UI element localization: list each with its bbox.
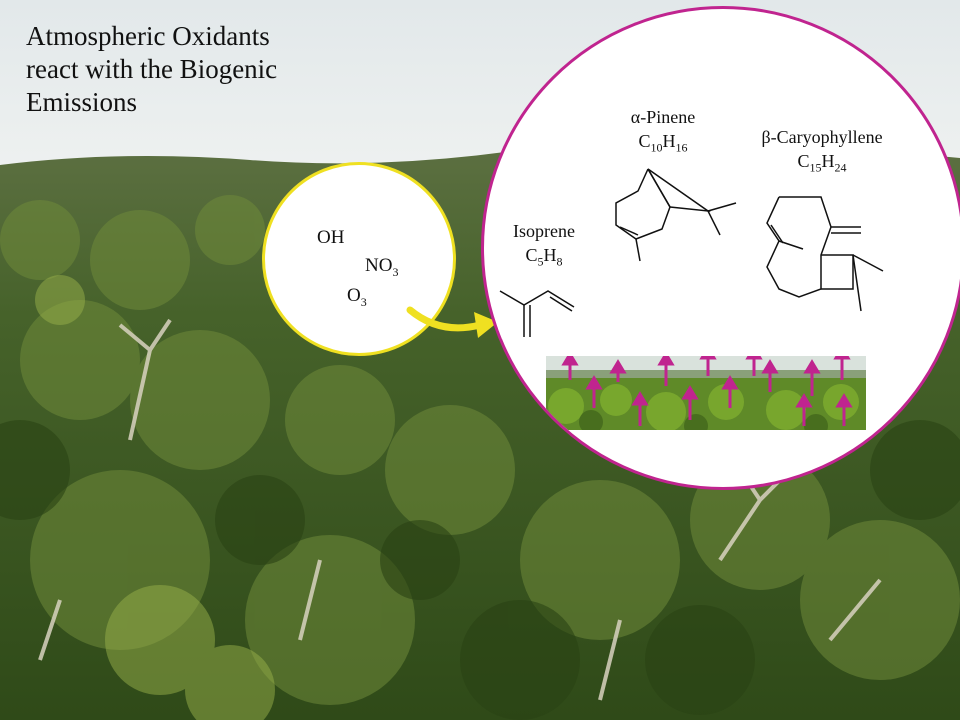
slide-title: Atmospheric Oxidants react with the Biog… xyxy=(26,20,346,119)
oh-label: OH xyxy=(317,227,345,248)
title-line-3: Emissions xyxy=(26,87,138,117)
pinene-formula: C10H16 xyxy=(638,131,688,155)
pinene-structure xyxy=(608,161,738,265)
caryophyllene-formula: C15H24 xyxy=(797,151,847,175)
isoprene-formula: C5H8 xyxy=(525,245,563,269)
caryophyllene-label: β-Caryophyllene C15H24 xyxy=(732,125,912,180)
isoprene-name: Isoprene xyxy=(513,221,575,241)
no3-label: NO3 xyxy=(365,255,399,279)
biogenic-emissions-circle: α-Pinene C10H16 β-Caryophyllene C15H24 I… xyxy=(481,6,960,490)
canopy-emission-image xyxy=(546,356,866,430)
caryophyllene-name: β-Caryophyllene xyxy=(761,127,883,147)
caryophyllene-structure xyxy=(759,193,891,319)
oxidants-circle: OH NO3 O3 xyxy=(262,162,456,356)
title-line-2: react with the Biogenic xyxy=(26,54,278,84)
pinene-name: α-Pinene xyxy=(630,107,696,127)
isoprene-structure xyxy=(498,281,592,339)
isoprene-label: Isoprene C5H8 xyxy=(484,219,604,274)
pinene-label: α-Pinene C10H16 xyxy=(588,105,738,160)
o3-label: O3 xyxy=(347,285,367,309)
title-line-1: Atmospheric Oxidants xyxy=(26,21,270,51)
